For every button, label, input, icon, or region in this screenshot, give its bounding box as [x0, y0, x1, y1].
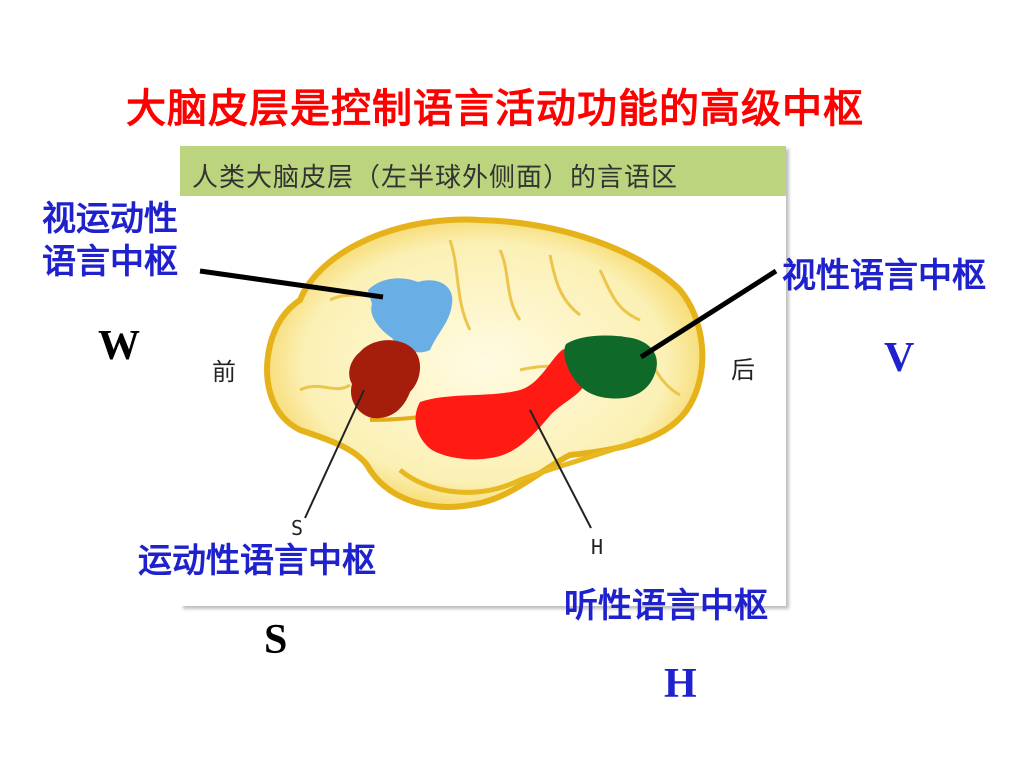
letter-s: S — [264, 617, 288, 663]
area-s-motor-speech — [349, 340, 421, 419]
label-v: 视性语言中枢 — [782, 256, 986, 296]
figure-header: 人类大脑皮层（左半球外侧面）的言语区 — [180, 146, 786, 196]
front-label: 前 — [212, 358, 236, 386]
leader-line-v — [639, 268, 778, 360]
marker-h: H — [591, 535, 604, 559]
temporal-edge — [398, 437, 641, 495]
letter-h: H — [664, 661, 697, 707]
label-w-line1: 视运动性 — [42, 199, 178, 239]
back-label: 后 — [731, 356, 755, 384]
area-v-visual — [564, 335, 657, 399]
area-w-motor-writing — [368, 278, 453, 353]
label-s: 运动性语言中枢 — [138, 541, 376, 581]
marker-s: S — [291, 516, 304, 540]
letter-w: W — [98, 323, 140, 369]
area-h-auditory — [415, 348, 585, 460]
leader-line-h — [529, 409, 592, 529]
label-w-line2: 语言中枢 — [42, 242, 178, 282]
leader-line-s — [304, 389, 365, 519]
letter-v: V — [884, 335, 915, 381]
leader-line-w — [199, 268, 384, 300]
label-h: 听性语言中枢 — [564, 586, 768, 626]
slide-title: 大脑皮层是控制语言活动功能的高级中枢 — [126, 86, 864, 132]
figure-caption: 人类大脑皮层（左半球外侧面）的言语区 — [192, 163, 679, 193]
